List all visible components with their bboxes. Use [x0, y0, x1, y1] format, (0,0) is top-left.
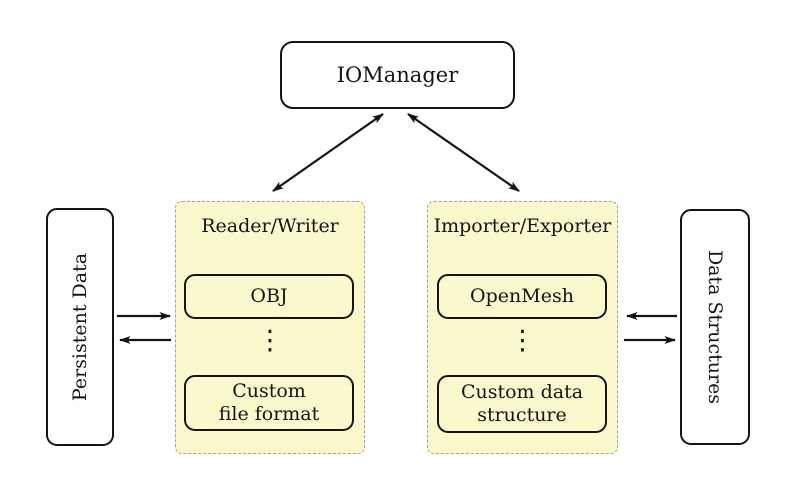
node-obj: OBJ — [184, 274, 354, 319]
obj-label: OBJ — [250, 284, 288, 307]
arrow-iomanager-importerexporter — [407, 113, 520, 192]
custom-file-format-line2: file format — [218, 403, 320, 425]
importer-exporter-title: Importer/Exporter — [433, 215, 612, 237]
vertical-ellipsis-right: ⋮ — [509, 325, 536, 356]
custom-data-structure-line2: structure — [477, 404, 567, 426]
iomanager-label: IOManager — [336, 63, 459, 87]
arrow-iomanager-readerwriter — [272, 113, 384, 192]
persistent-data-label: Persistent Data — [69, 252, 91, 402]
custom-file-format-line1: Custom — [232, 379, 306, 402]
node-custom-file-format: Custom file format — [184, 375, 354, 431]
group-reader-writer: Reader/Writer OBJ ⋮ Custom file format — [175, 201, 365, 454]
node-custom-data-structure: Custom data structure — [437, 375, 607, 433]
reader-writer-title: Reader/Writer — [201, 215, 339, 237]
node-iomanager: IOManager — [280, 41, 515, 109]
custom-data-structure-line1: Custom data — [460, 380, 584, 403]
data-structures-label: Data Structures — [704, 249, 726, 405]
node-persistent-data: Persistent Data — [46, 208, 114, 446]
node-openmesh: OpenMesh — [437, 274, 607, 319]
node-data-structures: Data Structures — [680, 209, 750, 445]
vertical-ellipsis-left: ⋮ — [256, 325, 284, 356]
group-importer-exporter: Importer/Exporter OpenMesh ⋮ Custom data… — [427, 201, 618, 454]
openmesh-label: OpenMesh — [470, 284, 574, 307]
